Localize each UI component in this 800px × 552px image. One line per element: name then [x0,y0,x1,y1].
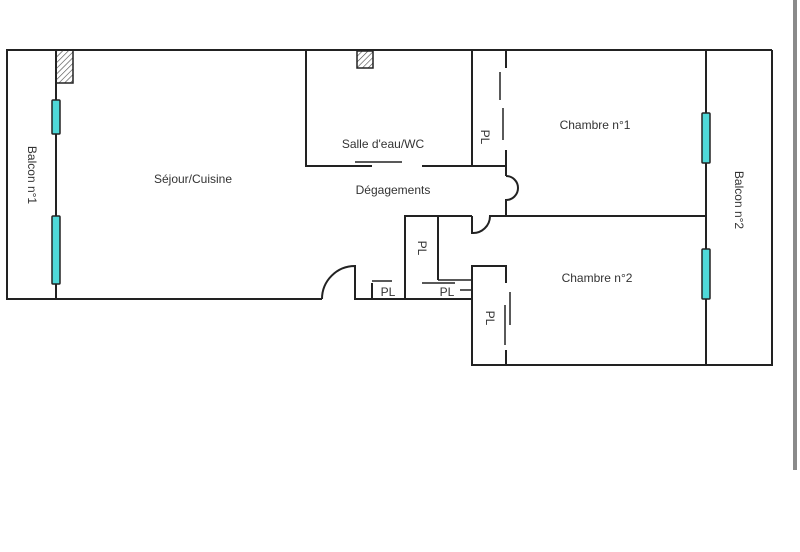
label-pl-2: PL [415,241,429,256]
window-1 [51,99,61,135]
label-chambre-2: Chambre n°2 [562,271,633,285]
window-3 [701,112,711,164]
label-salle-eau: Salle d'eau/WC [342,137,425,151]
window-2 [51,215,61,285]
label-pl-3: PL [381,285,396,299]
label-sejour: Séjour/Cuisine [154,172,232,186]
scrollbar[interactable] [793,0,797,470]
label-pl-1: PL [478,130,492,145]
chimney-duct-2 [356,50,374,69]
label-balcon-2: Balcon n°2 [732,171,746,229]
label-chambre-1: Chambre n°1 [560,118,631,132]
label-pl-4: PL [440,285,455,299]
chimney-duct-1 [55,49,74,84]
walls [6,49,773,366]
label-balcon-1: Balcon n°1 [25,146,39,204]
window-4 [701,248,711,300]
label-degagements: Dégagements [356,183,431,197]
label-pl-5: PL [483,311,497,326]
